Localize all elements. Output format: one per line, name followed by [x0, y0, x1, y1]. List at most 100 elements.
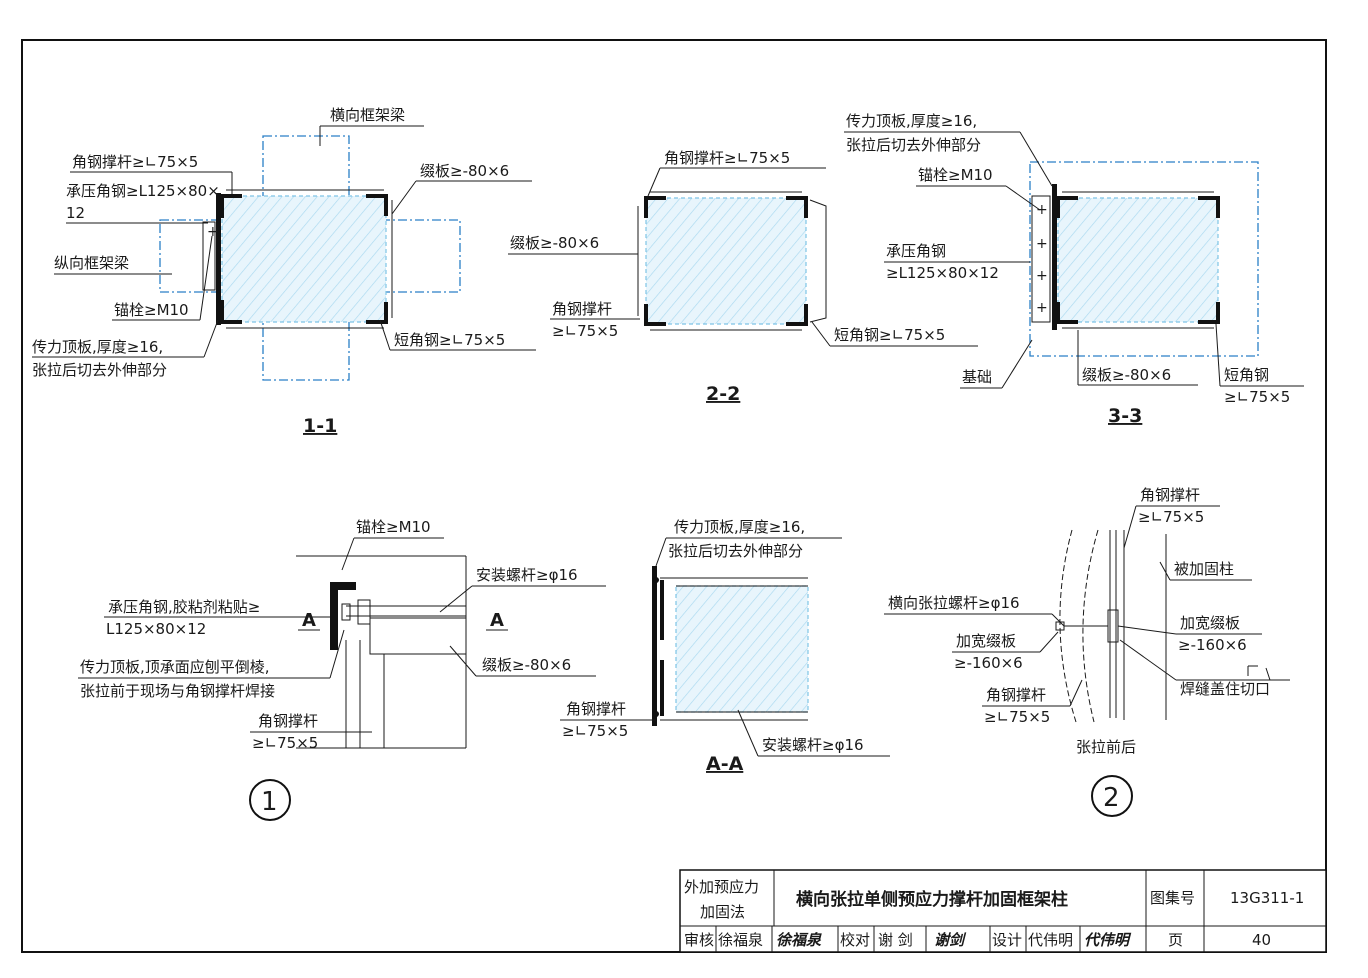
- label-short-2: ≥∟75×5: [1224, 388, 1290, 406]
- label-angle-strut-top: 角钢撑杆≥∟75×5: [664, 149, 790, 167]
- angle-strut-lb: [1056, 302, 1078, 324]
- tb-designer-sign: 代伟明: [1084, 931, 1132, 949]
- weld-symbol: [1247, 665, 1278, 681]
- label-batten: 缀板≥-80×6: [1082, 366, 1171, 384]
- bearing-plate: [202, 221, 216, 291]
- label-bolt: 安装螺杆≥φ16: [762, 736, 864, 754]
- column-section: [1057, 197, 1219, 323]
- label-plate-2: 张拉后切去外伸部分: [668, 542, 803, 560]
- label-short-1: 短角钢: [1224, 366, 1269, 384]
- label-batten: 缀板≥-80×6: [420, 162, 509, 180]
- tb-atlas-no: 13G311-1: [1230, 889, 1304, 907]
- bearing-angle: [1031, 195, 1051, 323]
- angle-strut-lt: [1056, 196, 1078, 218]
- label-bolt: 安装螺杆≥φ16: [476, 566, 578, 584]
- angle-strut-rb: [1198, 302, 1220, 324]
- title-block: 外加预应力 加固法 横向张拉单侧预应力撑杆加固框架柱 图集号 13G311-1 …: [679, 869, 1327, 953]
- anchor-bolt-mark: +: [207, 224, 219, 240]
- label-wide-l-1: 加宽缀板: [956, 632, 1016, 650]
- label-plate-2: 张拉前于现场与角钢撑杆焊接: [80, 682, 275, 700]
- angle-strut-lb: [644, 304, 666, 326]
- label-bearing-2: L125×80×12: [106, 620, 206, 638]
- section-title-2-2: 2-2: [706, 383, 740, 405]
- label-strut-1: 角钢撑杆: [258, 712, 318, 730]
- anchor-mark-2: +: [1036, 236, 1048, 252]
- column-section: [645, 197, 807, 325]
- label-anchor: 锚栓≥M10: [356, 518, 431, 536]
- label-bearing-1: 承压角钢,胶粘剂粘贴≥: [108, 598, 260, 616]
- label-wide-l-2: ≥-160×6: [954, 654, 1023, 672]
- label-batten: 缀板≥-80×6: [482, 656, 571, 674]
- tb-page-label: 页: [1168, 931, 1183, 949]
- label-longitudinal-beam: 纵向框架梁: [54, 254, 129, 272]
- label-plate-1: 传力顶板,厚度≥16,: [674, 518, 805, 536]
- label-batten: 缀板≥-80×6: [510, 234, 599, 252]
- tb-check-label: 校对: [840, 931, 870, 949]
- label-short-angle: 短角钢≥∟75×5: [394, 331, 505, 349]
- label-strut-2: ≥∟75×5: [252, 734, 318, 752]
- detail-2-circle: [1091, 775, 1133, 817]
- section-mark-a-right: A: [490, 610, 504, 631]
- tb-reviewer: 徐福泉: [718, 931, 763, 949]
- label-wide-r-1: 加宽缀板: [1180, 614, 1240, 632]
- column-section: [221, 195, 387, 323]
- detail-2: 角钢撑杆 ≥∟75×5 被加固柱 横向张拉螺杆≥φ16 加宽缀板 ≥-160×6…: [884, 486, 1290, 817]
- angle-strut-lt: [220, 194, 242, 218]
- tb-title: 横向张拉单侧预应力撑杆加固框架柱: [796, 889, 1068, 910]
- top-plate: [1052, 184, 1057, 330]
- anchor-mark-4: +: [1036, 300, 1048, 316]
- anchor-mark-1: +: [1036, 202, 1048, 218]
- sheet-border: [21, 39, 1327, 953]
- label-anchor: 锚栓≥M10: [114, 301, 189, 319]
- label-strut-2: ≥∟75×5: [562, 722, 628, 740]
- angle-strut-rb: [786, 304, 808, 326]
- anchor-mark-3: +: [1036, 268, 1048, 284]
- beam-block: [369, 617, 467, 655]
- section-1-1: + 横向框架梁 角钢撑杆≥∟75×5 承压角钢≥L125×80× 12 纵向框架…: [32, 106, 536, 437]
- label-top-plate-1: 传力顶板,厚度≥16,: [846, 112, 977, 130]
- tb-reviewer-sign: 徐福泉: [776, 931, 822, 949]
- label-short-angle: 短角钢≥∟75×5: [834, 326, 945, 344]
- label-angle-strut: 角钢撑杆≥∟75×5: [72, 153, 198, 171]
- label-anchor: 锚栓≥M10: [918, 166, 993, 184]
- tb-review-label: 审核: [684, 931, 714, 949]
- top-plate: [652, 566, 657, 726]
- bearing-angle: [330, 582, 356, 650]
- label-column: 被加固柱: [1174, 560, 1234, 578]
- angle-strut-rb: [366, 302, 388, 324]
- angle-strut-rt: [366, 194, 388, 216]
- detail-number-1: 1: [261, 787, 278, 817]
- label-transverse-beam: 横向框架梁: [330, 106, 405, 124]
- label-bearing-1: 承压角钢: [886, 242, 946, 260]
- section-title-a-a: A-A: [706, 753, 744, 775]
- label-bearing-angle-2: 12: [66, 204, 85, 222]
- tb-category-2: 加固法: [700, 903, 745, 921]
- bearing-angle: [216, 193, 221, 325]
- foundation-outline: [1029, 161, 1259, 357]
- tb-checker-sign: 谢剑: [934, 931, 967, 949]
- tb-category-1: 外加预应力: [684, 878, 759, 896]
- label-top-plate-2: 张拉后切去外伸部分: [32, 361, 167, 379]
- label-strut-top-2: ≥∟75×5: [1138, 508, 1204, 526]
- tb-atlas-label: 图集号: [1150, 889, 1195, 907]
- tb-page-no: 40: [1252, 931, 1271, 949]
- tb-design-label: 设计: [992, 931, 1022, 949]
- angle-strut-rt: [1198, 196, 1220, 218]
- label-plate-1: 传力顶板,顶承面应刨平倒棱,: [80, 658, 270, 676]
- column-section: [675, 585, 809, 713]
- section-title-3-3: 3-3: [1108, 405, 1142, 427]
- detail-1-circle: [249, 779, 291, 821]
- angle-strut-lt: [644, 196, 666, 218]
- label-strut-bot-2: ≥∟75×5: [984, 708, 1050, 726]
- label-caption: 张拉前后: [1076, 738, 1136, 756]
- label-bearing-angle-1: 承压角钢≥L125×80×: [66, 182, 220, 200]
- detail-number-2: 2: [1103, 783, 1120, 813]
- section-a-a: 传力顶板,厚度≥16, 张拉后切去外伸部分 角钢撑杆 ≥∟75×5 安装螺杆≥φ…: [560, 518, 890, 775]
- section-3-3: + + + + 传力顶板,厚度≥16, 张拉后切去外伸部分 锚栓≥M10 承压角…: [844, 112, 1304, 427]
- section-title-1-1: 1-1: [303, 415, 337, 437]
- label-strut-1: 角钢撑杆: [566, 700, 626, 718]
- label-wide-r-2: ≥-160×6: [1178, 636, 1247, 654]
- label-angle-strut-2: ≥∟75×5: [552, 322, 618, 340]
- label-bearing-2: ≥L125×80×12: [886, 264, 999, 282]
